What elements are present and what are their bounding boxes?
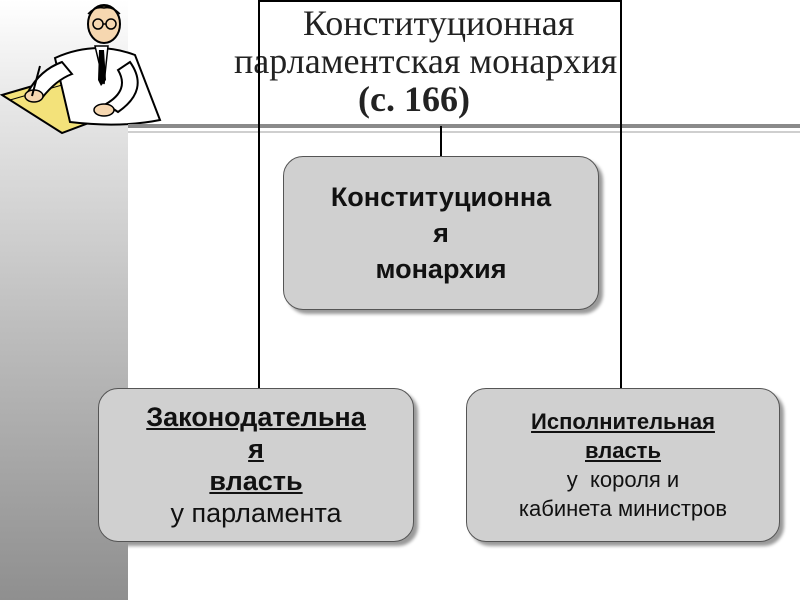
title-line-2: парламентская монархия — [150, 42, 790, 80]
right-box-line-4: кабинета министров — [519, 494, 727, 523]
title-divider — [128, 124, 800, 128]
center-box-line-3: монархия — [376, 251, 507, 287]
center-box-line-2: я — [433, 215, 449, 251]
left-box-line-3: власть — [209, 465, 302, 497]
title-line-3: (с. 166) — [150, 80, 790, 118]
right-box-line-1: Исполнительная — [531, 407, 715, 436]
connector-right-vertical — [620, 0, 622, 388]
legislative-power-box: Законодательна я власть у парламента — [98, 388, 414, 542]
connector-top-frame — [258, 0, 622, 2]
page-title: Конституционная парламентская монархия (… — [150, 4, 790, 118]
connector-left-vertical — [258, 0, 260, 388]
right-box-line-3: у короля и — [567, 465, 679, 494]
right-box-line-2: власть — [585, 436, 661, 465]
center-box-line-1: Конституционна — [331, 179, 551, 215]
left-box-line-2: я — [248, 433, 264, 465]
title-divider-shadow — [128, 131, 800, 133]
title-line-1: Конституционная — [150, 4, 790, 42]
constitutional-monarchy-box: Конституционна я монархия — [283, 156, 599, 310]
scholar-writing-clipart — [0, 0, 175, 140]
left-box-line-4: у парламента — [170, 497, 341, 529]
connector-center-vertical — [440, 126, 442, 156]
left-box-line-1: Законодательна — [146, 401, 366, 433]
executive-power-box: Исполнительная власть у короля и кабинет… — [466, 388, 780, 542]
